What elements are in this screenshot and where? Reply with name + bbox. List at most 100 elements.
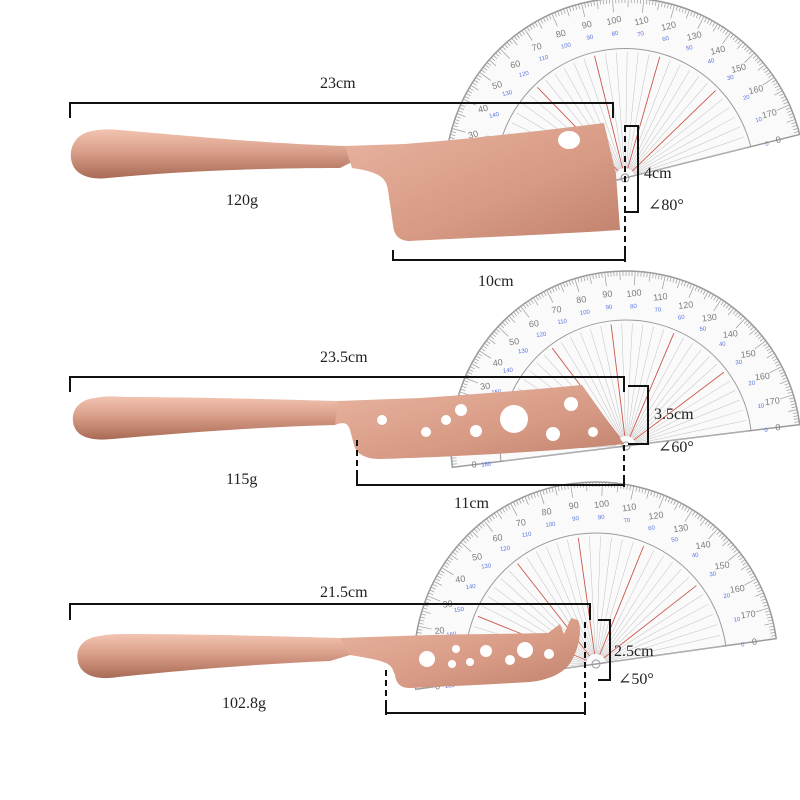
knife-hole xyxy=(448,660,456,668)
svg-text:60: 60 xyxy=(509,58,521,70)
svg-text:80: 80 xyxy=(555,28,567,40)
svg-text:90: 90 xyxy=(586,34,595,42)
svg-text:20: 20 xyxy=(743,94,752,102)
svg-text:120: 120 xyxy=(536,332,547,339)
svg-text:70: 70 xyxy=(531,41,543,53)
svg-text:0: 0 xyxy=(775,422,781,433)
dimension-lines xyxy=(69,102,649,715)
svg-text:160: 160 xyxy=(729,583,745,595)
height-bracket-2 xyxy=(628,385,649,445)
svg-text:160: 160 xyxy=(754,371,770,383)
svg-text:180: 180 xyxy=(444,683,455,690)
height-bracket-1 xyxy=(624,125,639,213)
svg-text:100: 100 xyxy=(605,14,622,27)
svg-text:180: 180 xyxy=(481,462,492,469)
knife-hole xyxy=(452,645,460,653)
knife-hole xyxy=(546,427,560,441)
svg-text:100: 100 xyxy=(561,42,573,50)
svg-text:130: 130 xyxy=(673,522,689,534)
knife-1-angle: ∠80° xyxy=(648,197,684,214)
svg-text:10: 10 xyxy=(755,117,764,125)
svg-text:30: 30 xyxy=(735,360,743,367)
svg-text:110: 110 xyxy=(621,502,637,514)
protractor-group: 0180101702016030150401405013060120701108… xyxy=(413,0,800,692)
knife-3-length: 21.5cm xyxy=(320,584,368,601)
svg-text:90: 90 xyxy=(572,516,580,523)
knife-blade-fork xyxy=(340,618,580,688)
knife-cheese-holes xyxy=(72,385,624,459)
svg-text:150: 150 xyxy=(714,559,730,571)
knife-2-length: 23.5cm xyxy=(320,349,368,366)
svg-text:170: 170 xyxy=(740,609,756,621)
svg-text:100: 100 xyxy=(545,521,556,528)
svg-text:100: 100 xyxy=(593,498,609,510)
svg-text:70: 70 xyxy=(515,517,526,528)
svg-text:110: 110 xyxy=(557,319,568,326)
knife-hole xyxy=(419,651,435,667)
svg-text:0: 0 xyxy=(765,141,770,148)
length-bracket-3 xyxy=(69,603,591,620)
svg-text:140: 140 xyxy=(722,328,738,340)
knife-handle xyxy=(72,396,348,440)
svg-text:130: 130 xyxy=(701,312,717,324)
svg-text:70: 70 xyxy=(637,31,646,39)
svg-text:160: 160 xyxy=(747,83,764,96)
protractor-inner-arc xyxy=(464,532,727,683)
svg-text:10: 10 xyxy=(757,403,765,410)
svg-text:90: 90 xyxy=(568,500,579,511)
knife-1-weight: 120g xyxy=(226,192,258,209)
knife-3-angle: ∠50° xyxy=(618,671,654,688)
svg-text:140: 140 xyxy=(503,368,514,375)
svg-text:110: 110 xyxy=(633,14,649,27)
knife-2-angle: ∠60° xyxy=(658,439,694,456)
knife-1-blade-height: 4cm xyxy=(644,165,672,182)
svg-text:20: 20 xyxy=(723,593,731,600)
knife-1-blade-length: 10cm xyxy=(478,273,514,290)
knife-2-weight: 115g xyxy=(226,471,257,488)
svg-text:40: 40 xyxy=(692,552,700,559)
svg-text:20: 20 xyxy=(434,625,445,636)
knife-hole xyxy=(500,405,528,433)
blade-length-bracket-3 xyxy=(385,702,586,714)
svg-text:90: 90 xyxy=(605,305,613,312)
svg-text:110: 110 xyxy=(522,532,533,539)
svg-text:100: 100 xyxy=(626,287,642,299)
svg-text:50: 50 xyxy=(509,336,520,347)
svg-text:80: 80 xyxy=(611,30,620,38)
svg-text:50: 50 xyxy=(699,326,707,333)
knife-2-blade-height: 3.5cm xyxy=(654,406,694,423)
svg-text:140: 140 xyxy=(709,44,726,57)
svg-text:50: 50 xyxy=(471,551,482,562)
svg-text:140: 140 xyxy=(695,539,711,551)
svg-text:50: 50 xyxy=(686,45,695,53)
knife-hole xyxy=(558,131,580,149)
svg-text:130: 130 xyxy=(481,563,492,570)
svg-text:140: 140 xyxy=(465,584,476,591)
svg-text:40: 40 xyxy=(455,574,466,585)
knife-hole xyxy=(480,645,492,657)
svg-text:150: 150 xyxy=(740,348,756,360)
svg-text:90: 90 xyxy=(581,19,593,31)
svg-text:60: 60 xyxy=(648,525,656,532)
svg-text:80: 80 xyxy=(576,294,587,305)
svg-text:100: 100 xyxy=(580,309,591,316)
svg-text:70: 70 xyxy=(551,304,562,315)
svg-text:30: 30 xyxy=(727,75,736,83)
knife-fork-tip xyxy=(77,618,580,688)
knife-3-blade-height: 2.5cm xyxy=(614,643,654,660)
svg-text:70: 70 xyxy=(654,307,662,314)
knife-hole xyxy=(588,427,598,437)
knife-hole xyxy=(441,415,451,425)
svg-text:30: 30 xyxy=(480,381,491,392)
svg-text:170: 170 xyxy=(761,107,778,120)
svg-text:80: 80 xyxy=(541,506,552,517)
svg-text:120: 120 xyxy=(518,71,530,79)
svg-text:0: 0 xyxy=(775,134,782,145)
knife-hole xyxy=(564,397,578,411)
svg-text:10: 10 xyxy=(733,617,741,624)
svg-text:40: 40 xyxy=(477,103,489,115)
svg-text:30: 30 xyxy=(467,128,479,140)
svg-text:130: 130 xyxy=(502,90,514,98)
svg-text:150: 150 xyxy=(730,62,747,75)
knife-1-length: 23cm xyxy=(320,75,356,92)
